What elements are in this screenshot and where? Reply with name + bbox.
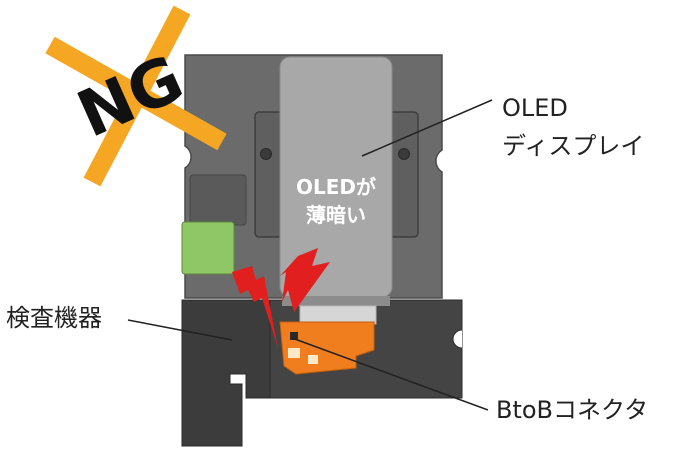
screw-left bbox=[260, 148, 272, 160]
label-inspection: 検査機器 bbox=[6, 304, 102, 332]
leader-oled bbox=[361, 99, 493, 157]
overlay-line-2: 薄暗い bbox=[306, 203, 366, 227]
oled-dim-message: OLEDが 薄暗い bbox=[296, 175, 376, 227]
green-indicator bbox=[181, 221, 235, 275]
connector-pin-dot bbox=[290, 332, 298, 340]
label-oled-line-2: ディスプレイ bbox=[502, 132, 644, 160]
side-block bbox=[189, 174, 247, 226]
lightning-right bbox=[280, 248, 330, 312]
label-oled-line-1: OLED bbox=[502, 94, 568, 122]
flex-cable bbox=[299, 305, 377, 325]
cross-stroke-2 bbox=[83, 5, 191, 187]
connector-pad-1 bbox=[288, 348, 300, 358]
screw-right bbox=[398, 148, 410, 160]
leader-inspection bbox=[127, 319, 233, 341]
callout-labels: OLED ディスプレイ 検査機器 BtoBコネクタ bbox=[6, 94, 648, 424]
label-connector: BtoBコネクタ bbox=[496, 396, 648, 424]
leader-lines bbox=[127, 99, 493, 411]
lightning-left bbox=[232, 266, 278, 348]
leader-connector bbox=[291, 337, 489, 411]
connector-pad-2 bbox=[308, 355, 318, 364]
overlay-line-1: OLEDが bbox=[296, 175, 376, 199]
lightning-bolts bbox=[232, 248, 330, 348]
oled-panel bbox=[279, 56, 393, 325]
